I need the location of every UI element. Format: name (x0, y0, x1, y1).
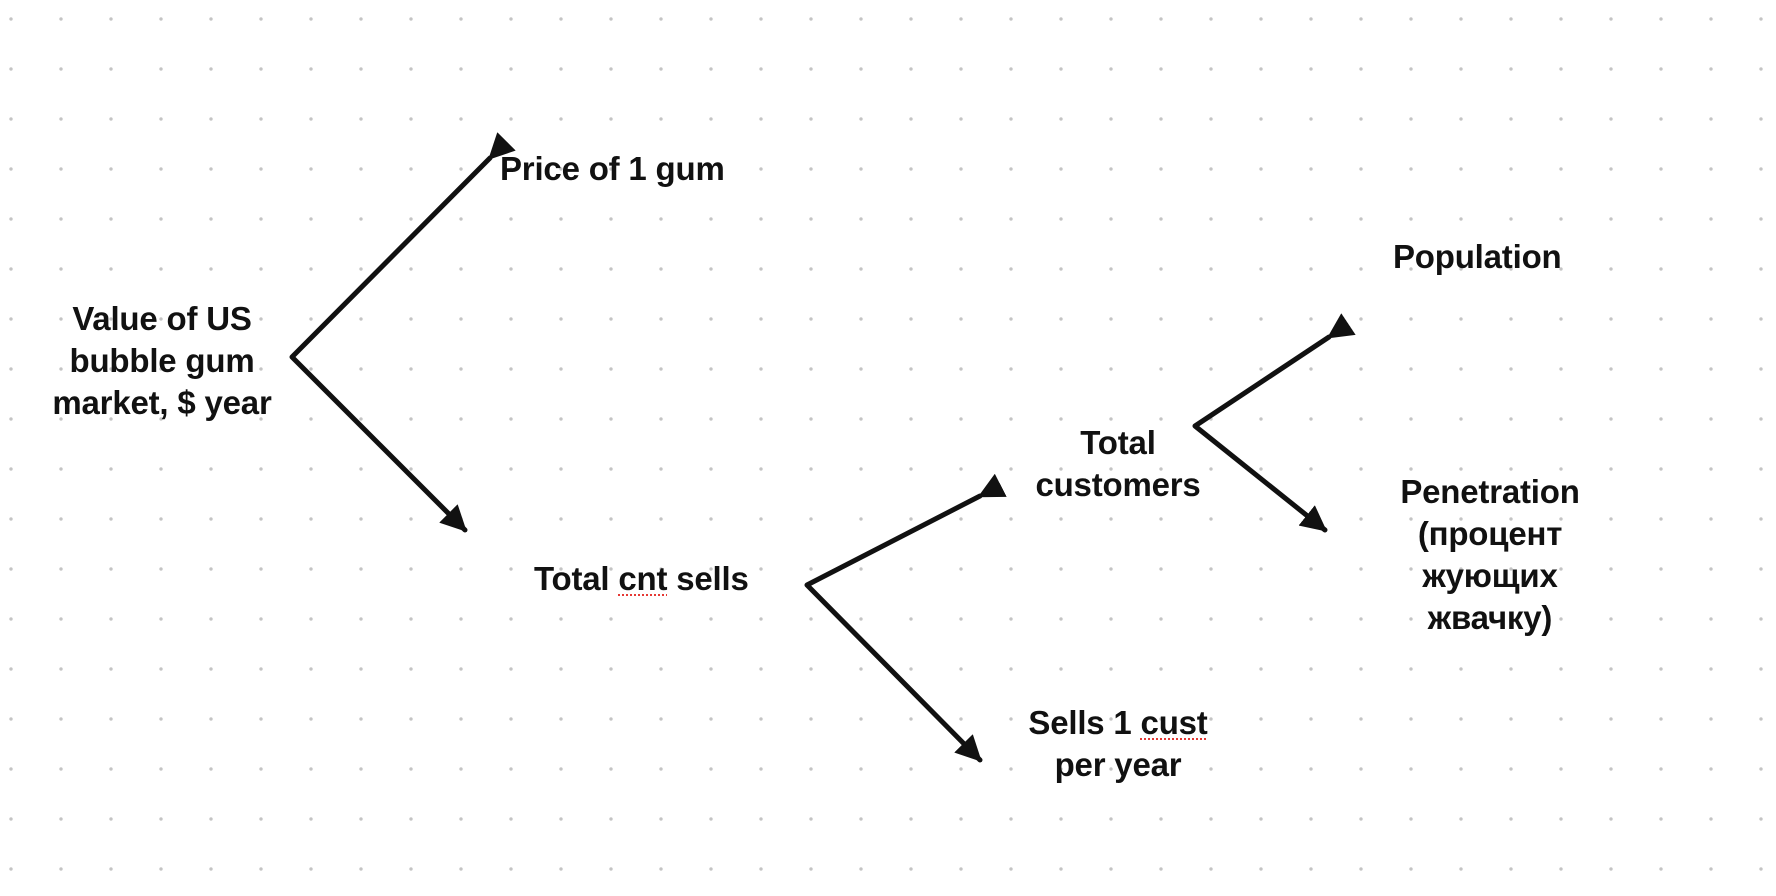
node-population-label: Population (1393, 238, 1562, 275)
node-sells-per-customer-line-1: Sells 1 cust (1010, 702, 1226, 744)
node-market-value-line-2: bubble gum (69, 342, 255, 379)
node-total-customers-line-1: Total (1080, 424, 1156, 461)
node-total-sells-text-2: sells (667, 560, 749, 597)
node-price-of-gum: Price of 1 gum (500, 148, 725, 190)
node-total-customers-line-2: customers (1035, 466, 1201, 503)
node-total-customers: Total customers (1020, 422, 1216, 506)
node-sells-per-customer-text: Sells 1 (1028, 704, 1141, 741)
node-penetration-line-1: Penetration (1400, 473, 1580, 510)
spellcheck-flagged-word[interactable]: cust (1140, 704, 1208, 741)
node-penetration-line-4: жвачку) (1427, 599, 1553, 636)
node-price-of-gum-label: Price of 1 gum (500, 150, 725, 187)
node-penetration-line-3: жующих (1422, 557, 1558, 594)
edge-customers-to-children (1192, 313, 1356, 533)
node-market-value-line-1: Value of US (72, 300, 252, 337)
edge-sells-to-customers (804, 473, 1007, 763)
edge-root-to-price (289, 132, 516, 533)
node-penetration: Penetration (процент жующих жвачку) (1380, 471, 1600, 639)
spellcheck-flagged-word[interactable]: cnt (618, 560, 668, 597)
node-total-sells-text-1: Total (534, 560, 619, 597)
node-market-value-line-3: market, $ year (52, 384, 272, 421)
node-total-sells-label: Total cnt sells (534, 558, 749, 600)
node-sells-per-customer: Sells 1 cust per year (1010, 702, 1226, 786)
node-market-value: Value of US bubble gum market, $ year (30, 298, 294, 424)
node-total-sells: Total cnt sells (534, 558, 749, 600)
node-sells-per-customer-line-2: per year (1054, 746, 1182, 783)
node-penetration-line-2: (процент (1417, 515, 1563, 552)
node-population: Population (1393, 236, 1562, 278)
